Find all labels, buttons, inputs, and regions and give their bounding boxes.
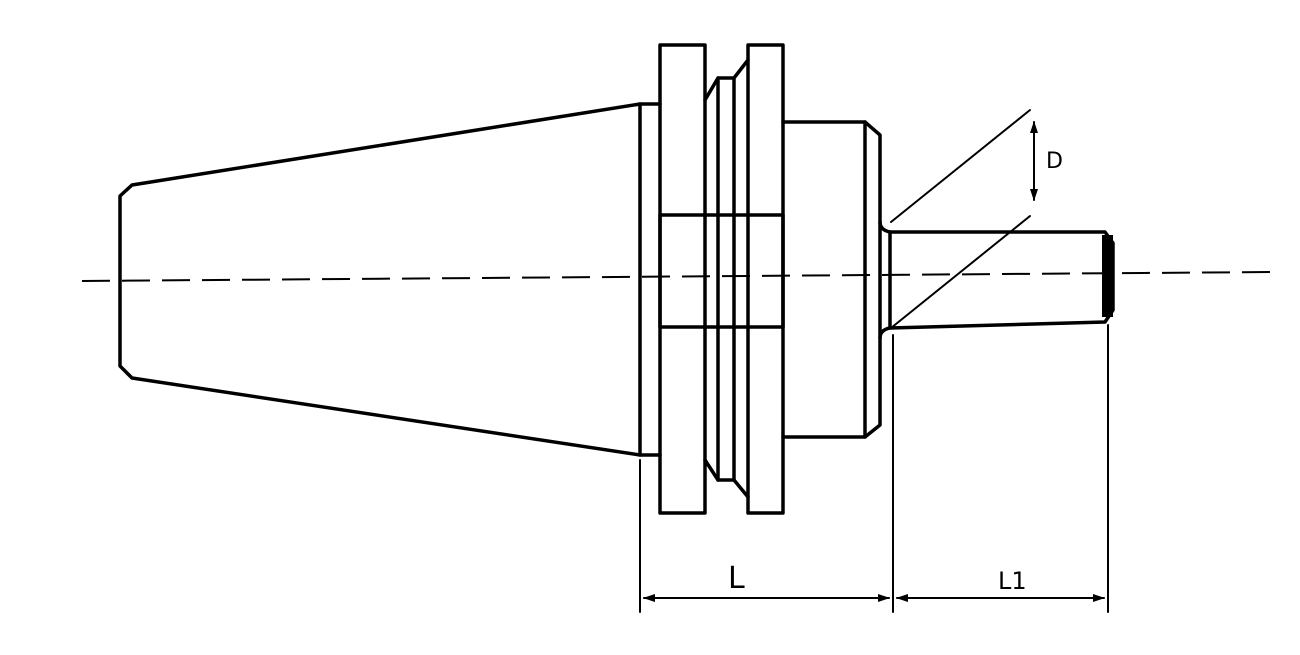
length-dimension xyxy=(639,334,894,613)
diameter-dimension xyxy=(890,109,1038,329)
collar xyxy=(781,120,882,439)
center-axis xyxy=(81,271,1273,282)
diameter-label: D xyxy=(1046,149,1063,174)
tip-chamfer xyxy=(1102,235,1113,317)
tip-length-label: L1 xyxy=(998,567,1027,595)
keyway-slot xyxy=(658,213,785,329)
length-label: L xyxy=(728,561,745,596)
tip-shank xyxy=(888,230,1115,330)
tip-length-dimension xyxy=(896,324,1109,613)
v-flange xyxy=(658,43,785,515)
neck-fillet xyxy=(878,220,892,340)
